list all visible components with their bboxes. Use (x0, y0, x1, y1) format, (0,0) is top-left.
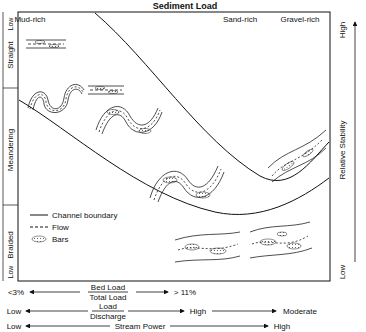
axis-label: Low (338, 265, 347, 280)
scale-label: Low (7, 322, 22, 331)
legend-label: Bars (52, 235, 68, 244)
scale-label: Moderate (283, 307, 317, 316)
diagram-title: Sediment Load (153, 1, 218, 11)
scale-label: > 11% (174, 288, 196, 297)
scale-label: Low (7, 307, 22, 316)
axis-label: Relative Stability (338, 120, 347, 179)
legend-label: Channel boundary (52, 211, 117, 220)
axis-label: Straight (6, 41, 15, 69)
scale-label: Bed Load (91, 283, 125, 292)
scale-label: Mud-rich (14, 15, 45, 24)
scale-label: Load (99, 302, 117, 311)
axis-label: Braided (6, 231, 15, 259)
axis-label: Meandering (6, 129, 15, 171)
scale-label: Stream Power (115, 322, 166, 331)
scale-label: Gravel-rich (280, 15, 319, 24)
axis-label: Low (6, 18, 15, 31)
scale-label: High (190, 307, 206, 316)
scale-label: Discharge (90, 312, 126, 321)
scale-label: Sand-rich (223, 15, 257, 24)
scale-label: <3% (8, 288, 24, 297)
axis-label: High (338, 22, 347, 38)
axis-label: Low (6, 266, 15, 279)
scale-label: Total Load (90, 293, 127, 302)
legend-label: Flow (52, 223, 69, 232)
scale-label: High (274, 322, 290, 331)
